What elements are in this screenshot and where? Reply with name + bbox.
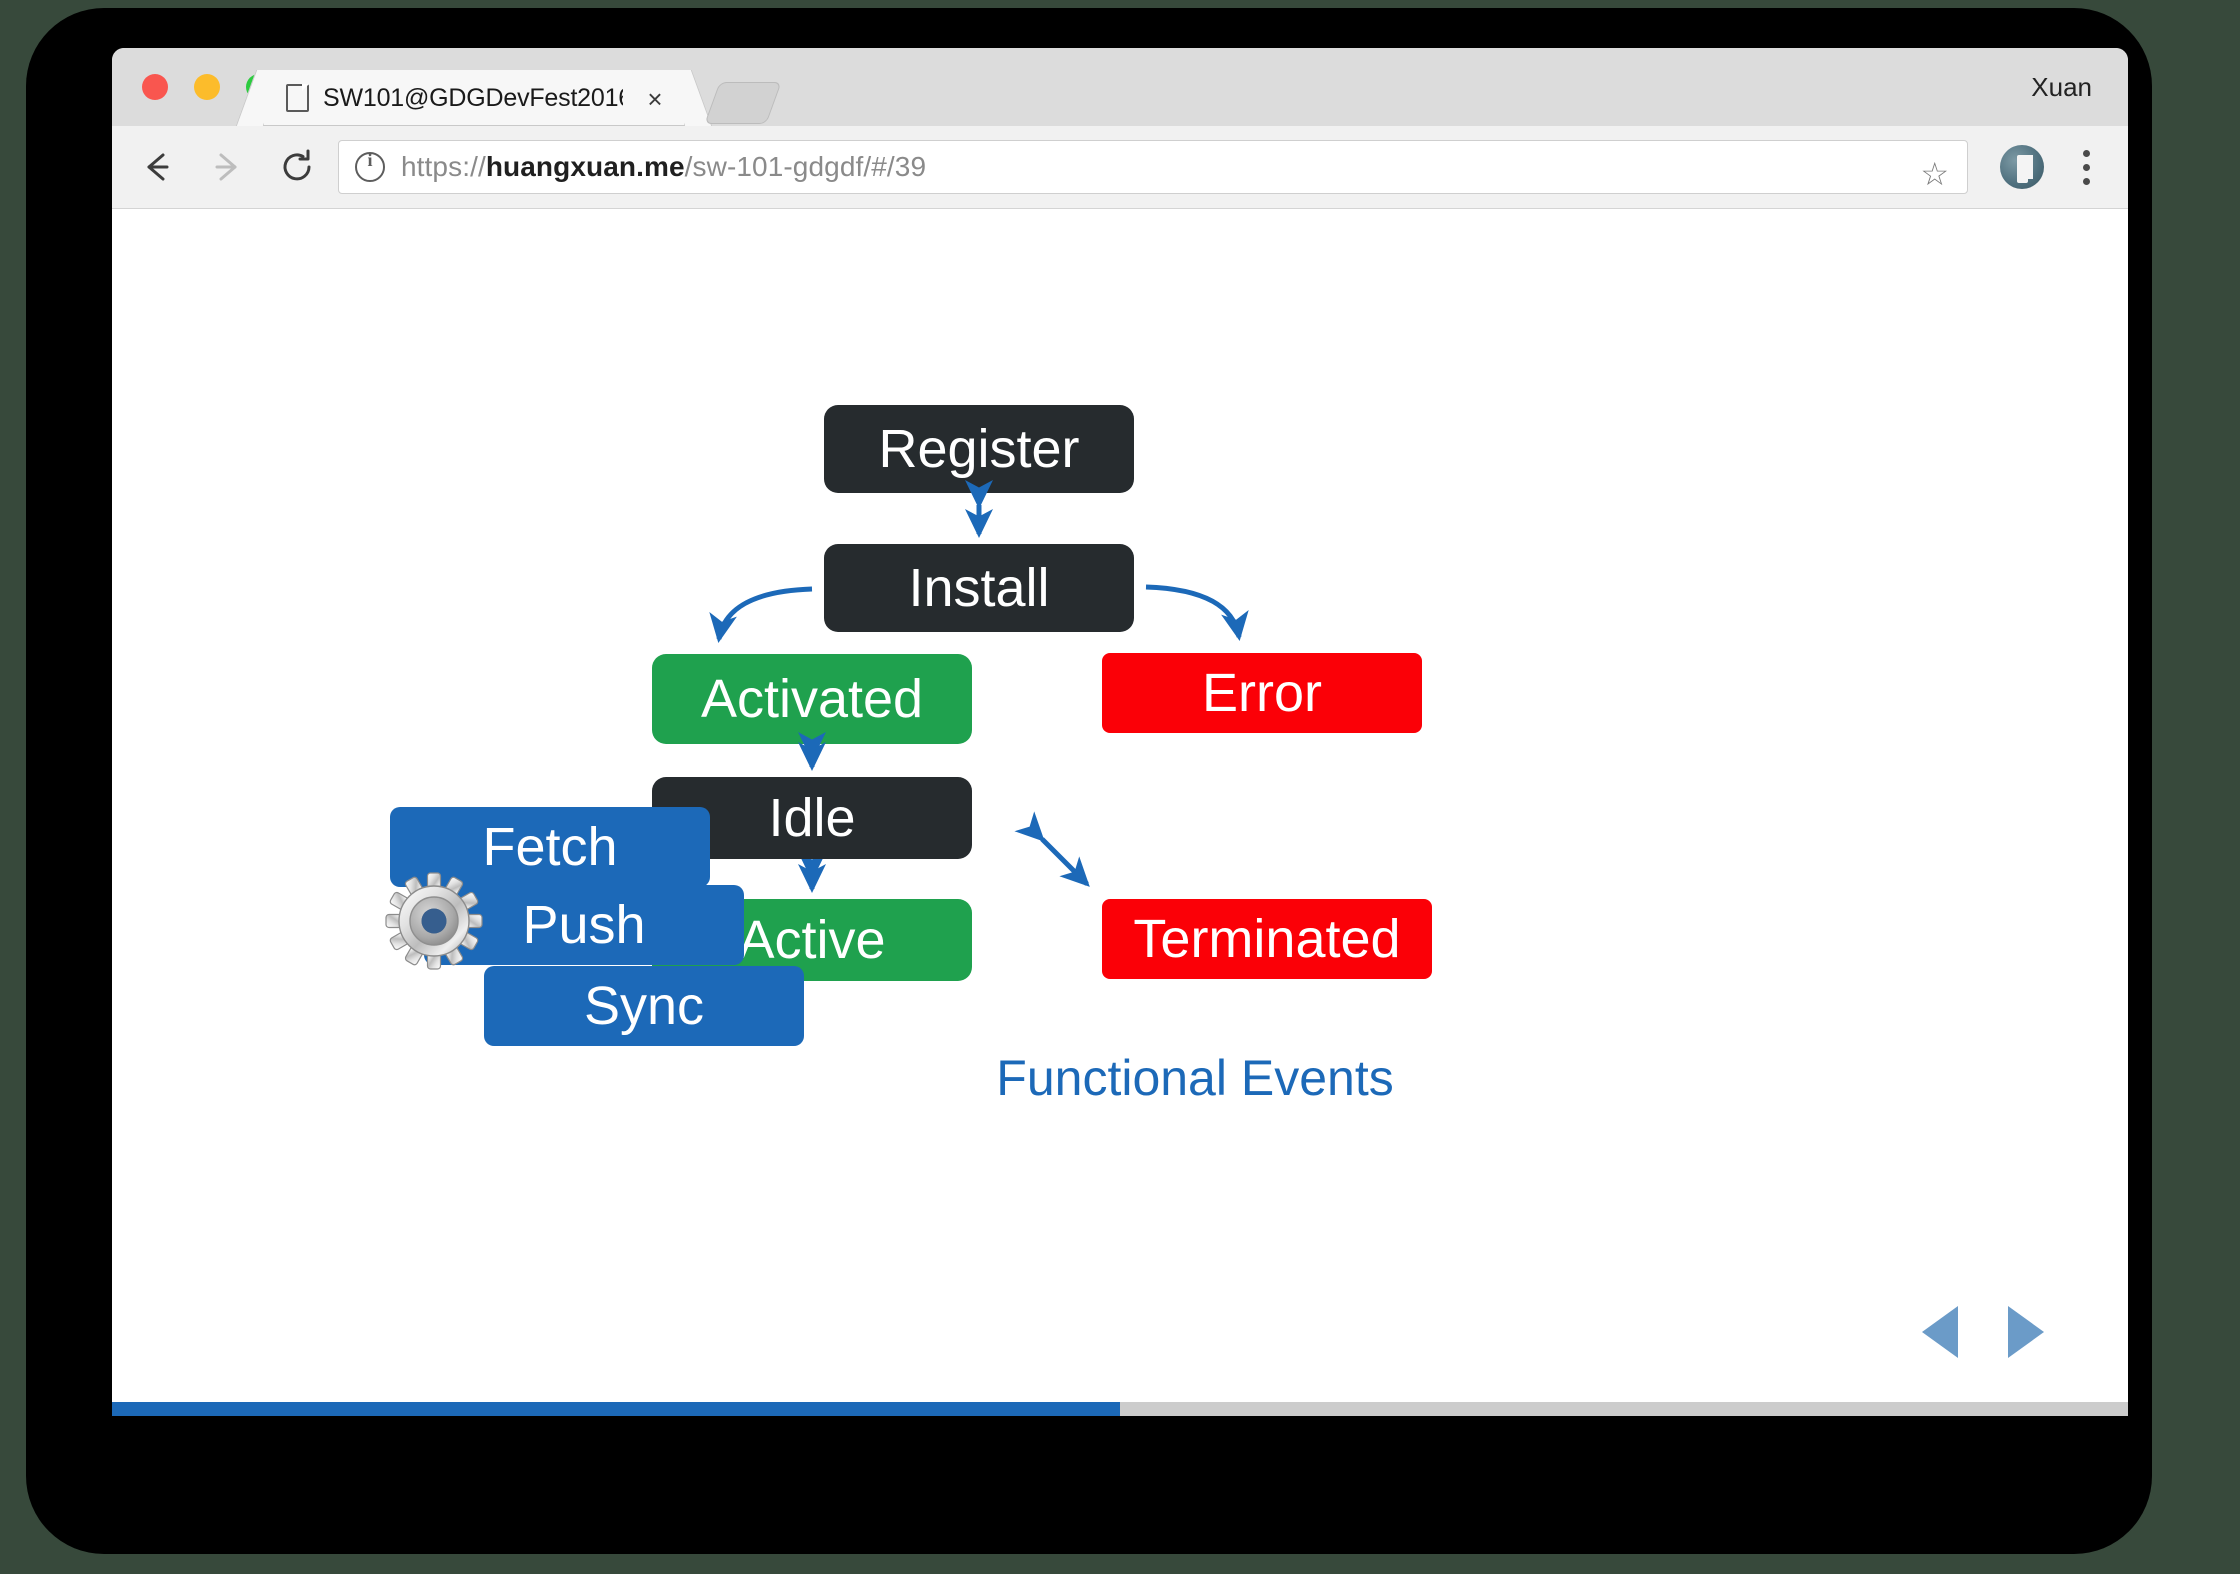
- slide-progress-track[interactable]: [112, 1402, 2128, 1416]
- close-icon[interactable]: ×: [647, 84, 663, 114]
- slide-caption: Functional Events: [996, 1050, 1394, 1106]
- browser-window: SW101@GDGDevFest2016 - ( × Xuan: [112, 48, 2128, 1416]
- menu-dot: [2082, 149, 2090, 157]
- menu-dot: [2082, 177, 2090, 185]
- event-node-fetch[interactable]: Fetch: [390, 807, 710, 887]
- browser-toolbar: https://huangxuan.me/sw-101-gdgdf/#/39 ☆: [112, 126, 2128, 209]
- minimize-window-button[interactable]: [194, 74, 220, 100]
- forward-button[interactable]: [204, 144, 250, 190]
- browser-tab-active[interactable]: SW101@GDGDevFest2016 - ( ×: [264, 70, 684, 126]
- reload-icon: [283, 149, 311, 181]
- arrow-right-icon: [215, 153, 237, 181]
- reload-button[interactable]: [274, 144, 320, 190]
- gear-icon: [385, 872, 483, 970]
- page-icon: [286, 84, 309, 112]
- edge-install-error: [1145, 584, 1249, 641]
- close-window-button[interactable]: [142, 74, 168, 100]
- state-node-register[interactable]: Register: [824, 405, 1134, 493]
- edge-install-activated: [709, 586, 813, 643]
- extension-avatar-icon[interactable]: [2000, 145, 2044, 189]
- slide-navigation: [1922, 1306, 2044, 1358]
- url-scheme: https://: [401, 151, 486, 182]
- arrow-left-icon: [147, 153, 169, 181]
- url-path: /sw-101-gdgdf/#/39: [684, 151, 927, 182]
- state-node-error[interactable]: Error: [1102, 653, 1422, 733]
- star-icon[interactable]: ☆: [1920, 156, 1949, 192]
- url-text: https://huangxuan.me/sw-101-gdgdf/#/39: [401, 151, 926, 183]
- slide-viewport: Register Install Activated Error Idle Ac…: [112, 209, 2128, 1416]
- url-host: huangxuan.me: [485, 151, 685, 182]
- state-node-terminated[interactable]: Terminated: [1102, 899, 1432, 979]
- state-node-activated[interactable]: Activated: [652, 654, 972, 744]
- edge-idle-terminated: [1014, 811, 1090, 887]
- previous-slide-button[interactable]: [1922, 1306, 1958, 1358]
- slide-progress-fill: [112, 1402, 1120, 1416]
- info-circle-icon[interactable]: [355, 150, 385, 182]
- tab-title: SW101@GDGDevFest2016 - (: [323, 83, 623, 112]
- menu-button[interactable]: [2068, 144, 2104, 190]
- next-slide-button[interactable]: [2008, 1306, 2044, 1358]
- profile-name-label[interactable]: Xuan: [2031, 72, 2092, 102]
- address-bar[interactable]: https://huangxuan.me/sw-101-gdgdf/#/39 ☆: [338, 140, 1968, 194]
- back-button[interactable]: [134, 144, 180, 190]
- event-node-sync[interactable]: Sync: [484, 966, 804, 1046]
- new-tab-button[interactable]: [704, 82, 782, 124]
- menu-dot: [2082, 163, 2090, 171]
- tab-strip: SW101@GDGDevFest2016 - ( × Xuan: [112, 48, 2128, 126]
- state-node-install[interactable]: Install: [824, 544, 1134, 632]
